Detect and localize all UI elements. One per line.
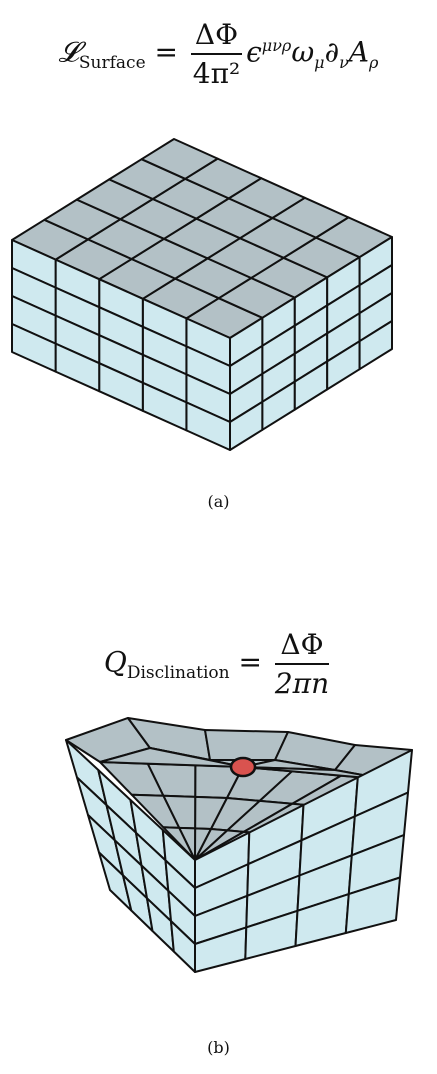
charge-subscript: Disclination [126,663,230,684]
side-face-cell [358,320,393,371]
epsilon-symbol: ϵ [246,35,262,69]
fraction-numerator: ΔΦ [190,18,243,55]
lagrangian-subscript: Surface [78,53,146,74]
fraction-denominator: 2πn [274,667,330,700]
caption-a: (a) [207,492,230,511]
partial-subscript: ν [339,53,349,73]
top-face-cell [162,826,196,861]
charge-symbol: Q [103,645,127,679]
equals-sign: = [238,645,262,679]
layered-lattice-block [11,138,393,451]
gauge-field-subscript: ρ [369,53,379,73]
fraction-denominator: 4π² [192,57,241,90]
epsilon-superscript: μνρ [261,36,292,56]
omega-subscript: μ [314,53,325,73]
disclination-charge-equation: QDisclination = ΔΦ 2πn [0,628,437,700]
side-face-cell [344,876,401,934]
disclination-defect-marker [229,756,257,778]
side-face-cell [11,323,57,373]
surface-lagrangian-equation: 𝓛Surface = ΔΦ 4π² ϵμνρωμ∂νAρ [0,18,437,90]
equals-sign: = [154,35,179,69]
fraction-numerator: ΔΦ [274,628,330,665]
partial-symbol: ∂ [324,35,340,69]
panel-b: QDisclination = ΔΦ 2πn (b) [0,620,437,1074]
lagrangian-symbol: 𝓛 [58,35,79,69]
gauge-field-symbol: A [348,35,370,69]
top-face-cell [204,729,289,761]
fraction: ΔΦ 4π² [190,18,243,90]
fraction: ΔΦ 2πn [274,628,330,700]
caption-b: (b) [207,1038,230,1057]
omega-symbol: ω [291,35,315,69]
top-face-cell [140,138,219,180]
disclination-lattice-block [65,717,413,973]
top-face-cell [99,747,244,768]
panel-a: 𝓛Surface = ΔΦ 4π² ϵμνρωμ∂νAρ (a) [0,0,437,530]
